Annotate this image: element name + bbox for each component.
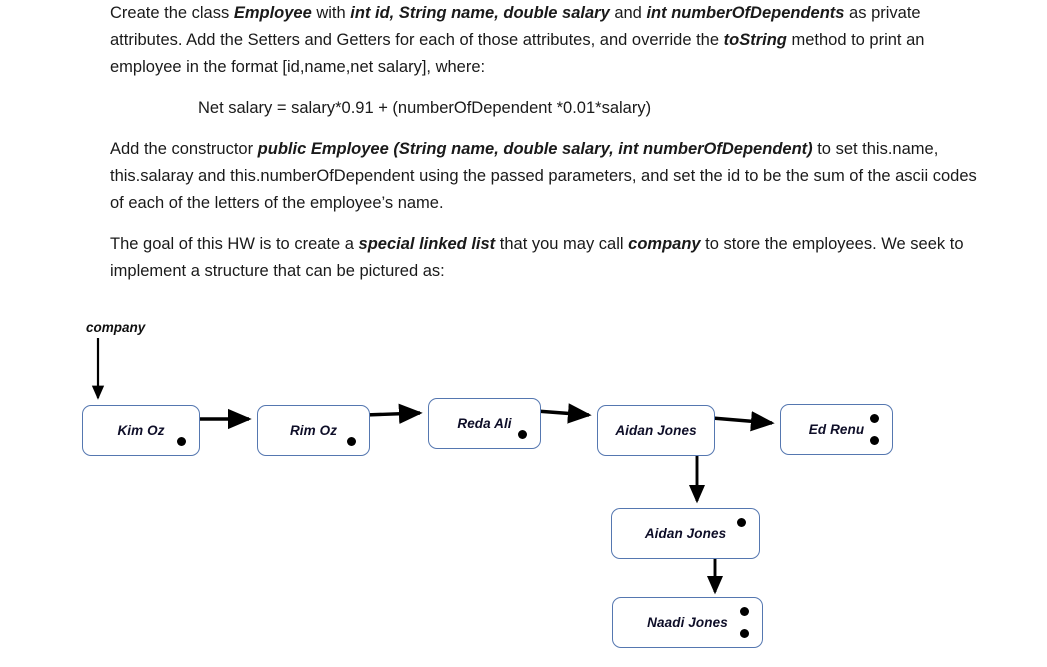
company-entry-label: company [86,320,146,335]
emphasis-text: public Employee (String name, double sal… [257,140,813,158]
node-label: Aidan Jones [644,526,727,541]
arrow-aidan-jones-to-ed-renu [711,411,775,432]
body-text: to set this.name, this.salaray and this.… [110,140,977,212]
node-label: Rim Oz [289,423,338,438]
pointer-dot-top-right [737,518,746,527]
net-salary-formula: Net salary = salary*0.91 + (numberOfDepe… [198,99,652,117]
node-reda-ali: Reda Ali [428,398,541,449]
pointer-dot-bottom-right [518,430,527,439]
node-label: Aidan Jones [615,423,697,438]
assignment-text: Create the class Employee with int id, S… [110,0,985,299]
body-text: as private attributes. Add the Setters a… [110,4,921,49]
body-text: Add the constructor [110,140,258,158]
node-aidan-jones-2: Aidan Jones [611,508,760,559]
node-aidan-jones-1: Aidan Jones [597,405,715,456]
pointer-dot-bottom-right [347,437,356,446]
body-text: The goal of this HW is to create a [110,235,359,253]
body-text: to store the employees. We seek to imple… [110,235,964,280]
pointer-dot-bottom-right [740,629,749,638]
emphasis-text: special linked list [358,235,496,253]
body-text: that you may call [495,235,629,253]
emphasis-text: Employee [233,4,312,22]
node-rim-oz: Rim Oz [257,405,370,456]
body-text: and [609,4,647,22]
arrow-rim-oz-to-reda-ali [336,403,423,424]
pointer-dot-bottom-right [177,437,186,446]
node-label: Reda Ali [457,416,512,431]
node-label: Kim Oz [117,423,165,438]
body-text: Create the class [110,4,234,22]
emphasis-text: int id, String name, double salary [350,4,610,22]
paragraph-3: The goal of this HW is to create a speci… [110,231,985,285]
pointer-dot-top-right [740,607,749,616]
paragraph-1: Create the class Employee with int id, S… [110,0,985,81]
node-ed-renu: Ed Renu [780,404,893,455]
emphasis-text: int numberOfDependents [646,4,845,22]
node-label: Naadi Jones [647,615,728,630]
node-label: Ed Renu [808,422,865,437]
body-text: with [311,4,351,22]
emphasis-text: company [628,235,701,253]
pointer-dot-top-right [870,414,879,423]
emphasis-text: toString [723,31,787,49]
arrow-reda-ali-to-aidan-jones [509,403,592,424]
pointer-dot-bottom-right [870,436,879,445]
node-kim-oz: Kim Oz [82,405,200,456]
paragraph-2: Add the constructor public Employee (Str… [110,136,985,217]
body-text: method to print an employee in the forma… [110,31,925,76]
node-naadi-jones: Naadi Jones [612,597,763,648]
